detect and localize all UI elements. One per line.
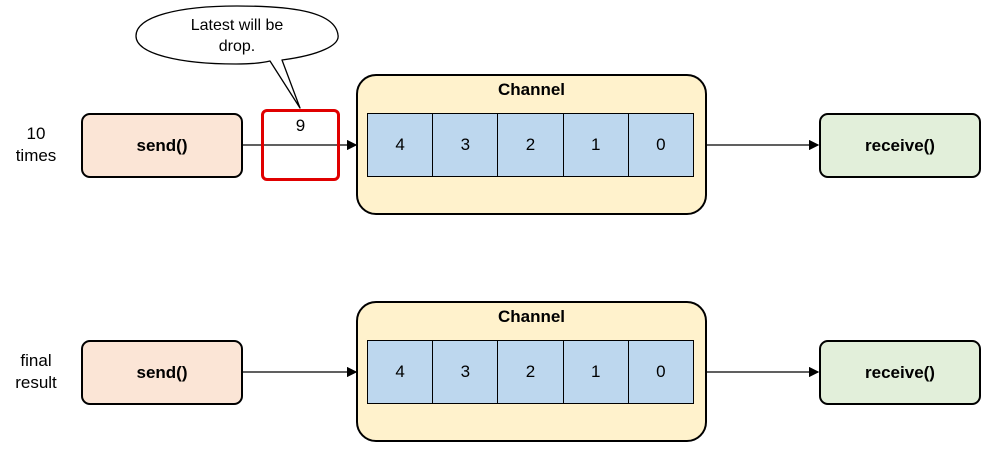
callout-text: Latest will be drop. [150, 15, 324, 57]
channel-buffer: 4 3 2 1 0 [367, 340, 694, 404]
receive-box: receive() [819, 340, 981, 405]
buffer-slot: 0 [656, 362, 666, 381]
send-box: send() [81, 340, 243, 405]
callout-line1: Latest will be [190, 17, 284, 34]
send-label: send() [136, 135, 188, 155]
row-label-line2: times [15, 146, 57, 165]
callout-bubble [135, 5, 339, 109]
buffer-slot: 4 [368, 114, 434, 176]
buffer-slot: 3 [433, 114, 499, 176]
row-label-times: 10 times [6, 123, 66, 167]
receive-label: receive() [865, 135, 935, 155]
buffer-slot: 2 [498, 114, 564, 176]
send-box: send() [81, 113, 243, 178]
channel-buffer: 4 3 2 1 0 [367, 113, 694, 177]
row-label-final: final result [6, 350, 66, 394]
buffer-slot: 1 [564, 341, 629, 403]
callout-line2: drop. [218, 38, 256, 55]
buffer-slot: 0 [656, 135, 666, 154]
receive-label: receive() [865, 362, 935, 382]
channel-title: Channel [497, 307, 566, 326]
channel-title: Channel [497, 80, 566, 99]
buffer-slot: 2 [498, 341, 564, 403]
row-label-line1: 10 [26, 124, 46, 143]
dropped-item-box: 9 [261, 109, 340, 181]
buffer-slot: 3 [433, 341, 499, 403]
row-label-line2: result [15, 373, 57, 392]
receive-box: receive() [819, 113, 981, 178]
send-label: send() [136, 362, 188, 382]
buffer-slot: 1 [564, 114, 629, 176]
row-label-line1: final [20, 351, 52, 370]
buffer-slot: 4 [368, 341, 434, 403]
dropped-value: 9 [295, 116, 306, 135]
